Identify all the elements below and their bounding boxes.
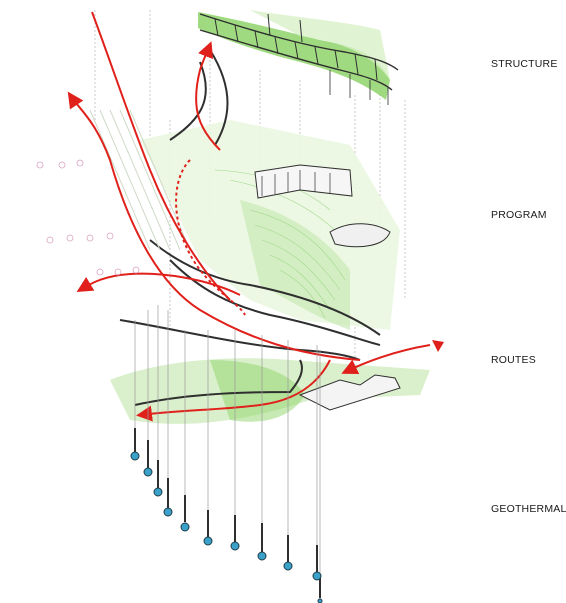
entry-marker: [432, 340, 444, 352]
label-structure: STRUCTURE: [491, 58, 558, 70]
program-building-block: [254, 164, 353, 199]
program-terrain-dark: [240, 200, 350, 330]
program-wall-lower: [169, 259, 381, 346]
structure-green-band: [198, 12, 390, 100]
route-curve-top: [195, 41, 221, 151]
route-main: [67, 91, 361, 361]
routes-lower-path: [134, 359, 303, 406]
program-pavilion: [329, 223, 391, 248]
geothermal-well: [130, 451, 140, 461]
geothermal-well: [180, 522, 190, 532]
geothermal-well: [317, 598, 323, 603]
structure-truss-bottom: [199, 29, 393, 91]
structure-truss-members: [214, 13, 378, 81]
geothermal-probes: [134, 428, 321, 598]
route-dashed: [175, 159, 246, 316]
geothermal-well: [203, 536, 213, 546]
geothermal-well: [312, 571, 322, 581]
red-routes: [67, 11, 431, 422]
route-entry: [341, 344, 431, 375]
geothermal-wells: [130, 451, 323, 603]
routes-terrain-bright: [210, 360, 305, 422]
geothermal-well: [257, 551, 267, 561]
routes-layer: [89, 109, 430, 424]
routes-platform: [119, 319, 361, 361]
routes-steps: [298, 374, 401, 411]
structure-columns: [329, 70, 389, 105]
geothermal-well: [143, 467, 153, 477]
structure-truss-top: [199, 13, 399, 71]
routes-hatch: [89, 109, 191, 251]
label-routes: ROUTES: [491, 354, 536, 366]
program-pins: [36, 159, 140, 276]
geothermal-well: [153, 487, 163, 497]
program-wall-curve: [169, 49, 229, 146]
program-layer: [140, 49, 400, 346]
geothermal-well: [283, 561, 293, 571]
structure-light-band: [250, 10, 390, 80]
label-program: PROGRAM: [491, 209, 547, 221]
program-building-detail: [261, 170, 331, 196]
label-geothermal: GEOTHERMAL: [491, 503, 566, 515]
geothermal-well: [230, 541, 240, 551]
structure-layer: [198, 10, 399, 105]
program-wall-bottom: [149, 239, 381, 336]
geothermal-layer: [130, 305, 323, 603]
geothermal-well: [163, 507, 173, 517]
route-top: [91, 11, 231, 301]
contour-lines: [214, 169, 346, 319]
